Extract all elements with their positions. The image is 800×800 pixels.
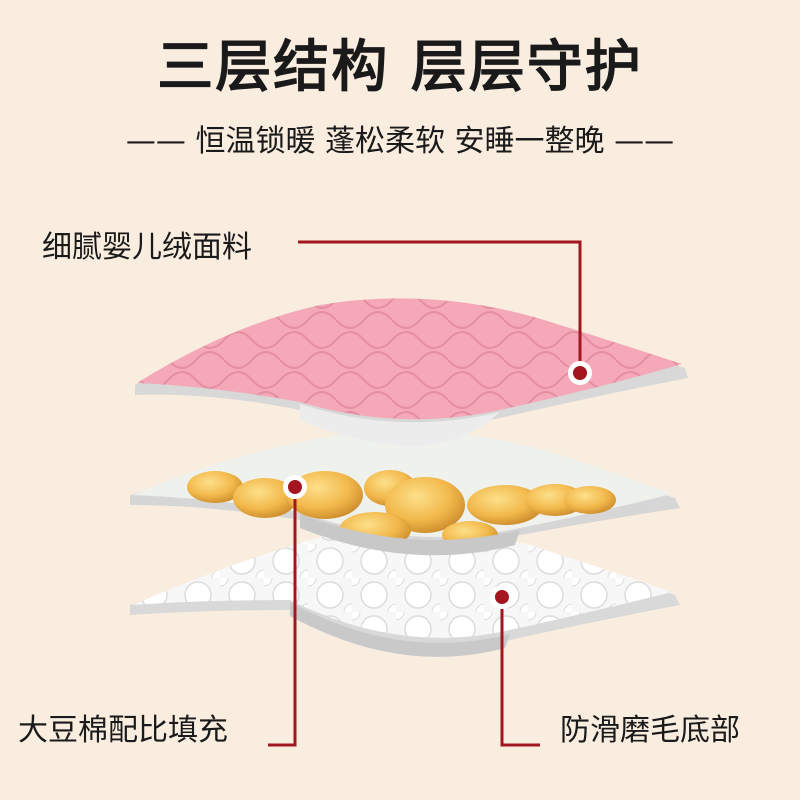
soy-bean	[564, 486, 616, 514]
callout-marker-top	[568, 361, 592, 385]
callout-line-top	[298, 240, 582, 372]
soy-bean	[187, 471, 243, 503]
soy-bean	[233, 478, 297, 518]
top-layer	[135, 298, 688, 446]
soy-bean	[467, 485, 543, 525]
callout-lines	[268, 240, 582, 747]
page-title: 三层结构 层层守护	[157, 35, 643, 100]
middle-layer	[130, 431, 680, 556]
callout-marker-bottom	[490, 585, 514, 609]
bottom-layer	[130, 528, 680, 657]
soy-beans	[187, 470, 616, 549]
label-bottom-layer: 防滑磨毛底部	[560, 713, 740, 748]
callout-line-middle	[268, 487, 297, 747]
callout-line-bottom	[500, 597, 540, 747]
label-top-layer: 细腻婴儿绒面料	[42, 230, 252, 265]
page-subtitle: —— 恒温锁暖 蓬松柔软 安睡一整晚 ——	[125, 124, 675, 159]
soy-bean	[385, 477, 465, 533]
label-middle-layer: 大豆棉配比填充	[18, 713, 228, 748]
callout-marker-middle	[283, 475, 307, 499]
